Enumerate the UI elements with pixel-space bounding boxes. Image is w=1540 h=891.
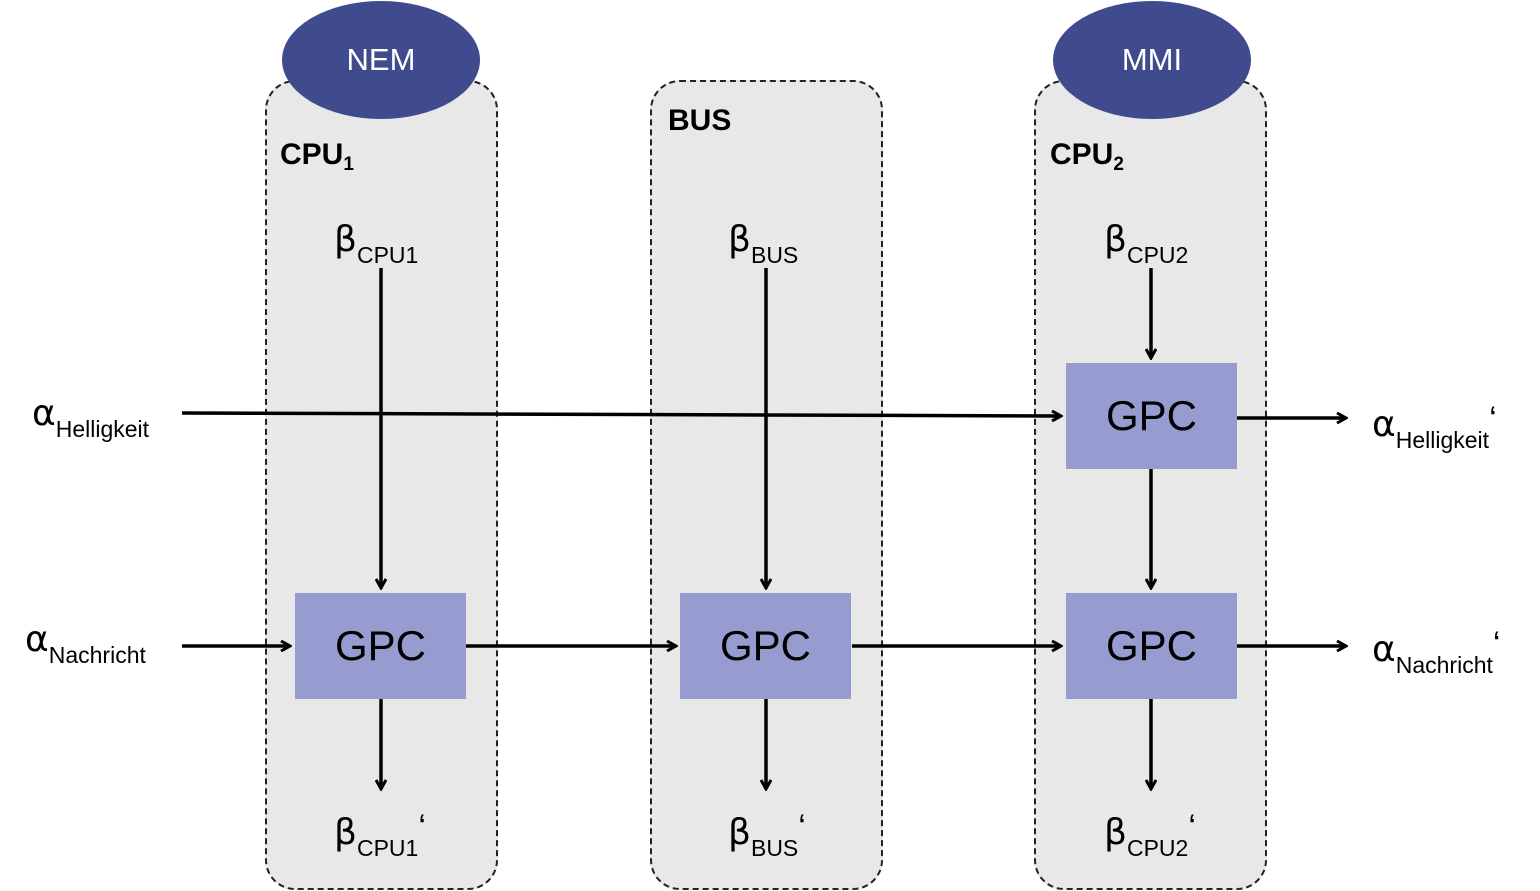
gpc-bus-nachricht: GPC — [680, 593, 851, 699]
beta-cpu1-in-label: βCPU1 — [334, 219, 419, 268]
beta-cpu1-out-label: βCPU1‘ — [334, 808, 426, 861]
gpc-cpu1-nachricht: GPC — [295, 593, 466, 699]
beta-cpu2-in-label: βCPU2 — [1104, 219, 1189, 268]
mmi-label: MMI — [1121, 42, 1183, 77]
alpha-helligkeit-in-label: αHelligkeit — [32, 393, 150, 442]
gpc-cpu2-nachricht: GPC — [1066, 593, 1237, 699]
arrow-helligkeit-in — [181, 413, 1061, 416]
beta-bus-out-label: βBUS‘ — [728, 808, 806, 861]
cpu2-title: CPU2 — [1050, 138, 1124, 175]
nem-label: NEM — [346, 42, 416, 77]
alpha-nachricht-out-label: αNachricht‘ — [1372, 625, 1501, 678]
mmi-oval: MMI — [1053, 1, 1251, 119]
cpu1-title: CPU1 — [280, 138, 354, 175]
bus-title: BUS — [668, 104, 732, 137]
alpha-nachricht-in-label: αNachricht — [25, 619, 146, 668]
alpha-helligkeit-out-label: αHelligkeit‘ — [1372, 400, 1497, 453]
nem-oval: NEM — [282, 1, 480, 119]
beta-bus-in-label: βBUS — [728, 219, 799, 268]
gpc-cpu2-helligkeit: GPC — [1066, 363, 1237, 469]
beta-cpu2-out-label: βCPU2‘ — [1104, 808, 1196, 861]
